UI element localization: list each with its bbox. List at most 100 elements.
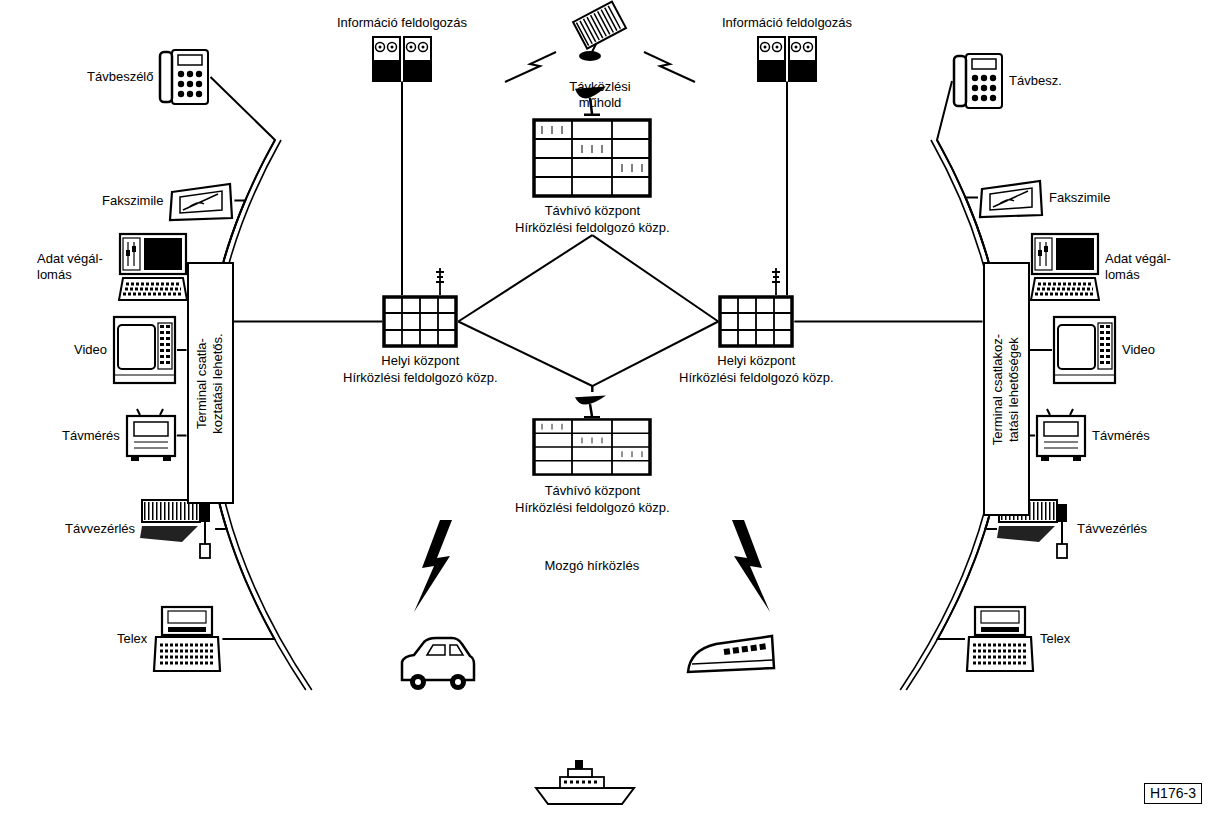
node-label: Adat végál- lomás xyxy=(1105,251,1181,282)
label-group: Adat végál- lomás xyxy=(1105,251,1181,282)
connection-line xyxy=(1030,435,1036,437)
icon-area xyxy=(532,118,652,198)
mobile-radio-bolt xyxy=(732,520,770,612)
satellite xyxy=(573,2,626,61)
label-group: Távvezérlés xyxy=(65,521,135,537)
exchange-icons xyxy=(436,268,780,295)
node-label: Információ feldolgozás xyxy=(337,15,467,31)
node-label: Helyi központ xyxy=(717,353,795,369)
figure-code-box: H176-3 xyxy=(1144,783,1202,804)
icon-area xyxy=(1030,232,1100,302)
car xyxy=(402,638,474,690)
region-label: Mozgó hírközlés xyxy=(545,558,640,574)
telecontrol-unit: Távvezérlés xyxy=(997,498,1147,560)
telecontrol-unit: Távvezérlés xyxy=(65,498,215,560)
terminal-icons xyxy=(154,607,220,671)
radio-link xyxy=(505,52,695,82)
terminal-icons xyxy=(954,54,1002,108)
exchange-icons xyxy=(575,395,606,417)
connection-line xyxy=(234,321,383,323)
node-label: Video xyxy=(1122,342,1155,358)
terminal-interface-band: Terminal csatlakoz- tatási lehetőségek xyxy=(983,262,1030,516)
data-terminal: Adat végál- lomás xyxy=(37,232,188,302)
car xyxy=(455,679,461,685)
icon-area xyxy=(978,175,1044,220)
trunk-exchange: Távhívó központHírközlési feldolgozó köz… xyxy=(515,392,670,515)
connection-line xyxy=(177,349,187,351)
terminal-icons xyxy=(127,409,175,461)
connection-line xyxy=(223,201,245,263)
connection-line xyxy=(937,81,989,262)
terminal-icons xyxy=(1031,234,1099,300)
label-group: Video xyxy=(74,342,107,358)
connection-line xyxy=(938,516,990,639)
video-set: Video xyxy=(1052,315,1155,385)
connection-line xyxy=(786,82,788,295)
label-group: Távhívó központHírközlési feldolgozó köz… xyxy=(515,203,670,235)
icon-area xyxy=(952,52,1004,110)
radio-link xyxy=(505,52,556,82)
ship xyxy=(536,760,634,804)
label-group: Helyi központHírközlési feldolgozó közp. xyxy=(679,353,834,385)
exchange-icons xyxy=(534,120,650,196)
ship xyxy=(536,788,634,804)
car xyxy=(450,674,466,690)
connection-line xyxy=(1030,349,1053,351)
telephone: Távbeszélő xyxy=(87,48,210,106)
fax-machine: Fakszimile xyxy=(978,175,1110,220)
node-label: Információ feldolgozás xyxy=(722,15,852,31)
fax-machine: Fakszimile xyxy=(102,178,234,223)
connection-line xyxy=(401,82,403,295)
label-group: Adat végál- lomás xyxy=(37,251,113,282)
node-label: Távközlési műhold xyxy=(558,79,642,110)
satellite xyxy=(573,2,626,49)
terminal-icons xyxy=(114,37,1115,671)
exchange-icons xyxy=(720,297,792,346)
icon-area xyxy=(158,48,210,106)
mobile-radio-bolt xyxy=(414,520,452,612)
node-label: Távhívó központ xyxy=(545,483,640,499)
terminal-interface-band: Terminal csatla- koztatási lehetős. xyxy=(187,262,234,504)
node-label: Video xyxy=(74,342,107,358)
node-label: Fakszimile xyxy=(1049,190,1110,206)
node-label: Hírközlési feldolgozó közp. xyxy=(515,220,670,236)
icon-area xyxy=(718,295,794,348)
terminal-icons xyxy=(373,37,431,81)
icon-area xyxy=(532,392,652,478)
terminal-icons xyxy=(1037,409,1085,461)
label-group: Távközlési műhold xyxy=(558,79,642,110)
terminal-icons xyxy=(967,607,1033,671)
node-label: Terminal csatlakoz- tatási lehetőségek xyxy=(990,319,1021,459)
exchange-icons xyxy=(534,419,650,474)
label-group: Információ feldolgozás xyxy=(722,15,852,31)
node-label: Adat végál- lomás xyxy=(37,251,113,282)
label-group: Video xyxy=(1122,342,1155,358)
connection-line xyxy=(794,321,982,323)
exchange-icons xyxy=(384,297,456,346)
icon-area xyxy=(997,498,1072,560)
car xyxy=(410,674,426,690)
ship xyxy=(568,769,592,777)
icon-area xyxy=(1035,408,1087,463)
label-group: Fakszimile xyxy=(1049,190,1110,206)
car xyxy=(415,679,421,685)
terminal-icons xyxy=(1054,317,1115,383)
icon-area xyxy=(382,295,458,348)
local-exchange: Helyi központHírközlési feldolgozó közp. xyxy=(679,295,834,385)
node-label: Hírközlési feldolgozó közp. xyxy=(679,370,834,386)
connection-line xyxy=(177,435,187,437)
node-label: Távvezérlés xyxy=(1077,521,1147,537)
node-label: Hírközlési feldolgozó közp. xyxy=(515,500,670,516)
data-terminal: Adat végál- lomás xyxy=(1030,232,1181,302)
train xyxy=(688,636,774,672)
label-group: Távbesz. xyxy=(1009,73,1062,89)
connection-line xyxy=(458,235,592,321)
icon-area xyxy=(757,36,817,82)
train xyxy=(724,646,768,652)
node-label: Távvezérlés xyxy=(65,521,135,537)
node-label: Távmérés xyxy=(62,428,120,444)
icon-area xyxy=(560,4,640,74)
car xyxy=(402,638,474,680)
satellite xyxy=(592,44,596,52)
